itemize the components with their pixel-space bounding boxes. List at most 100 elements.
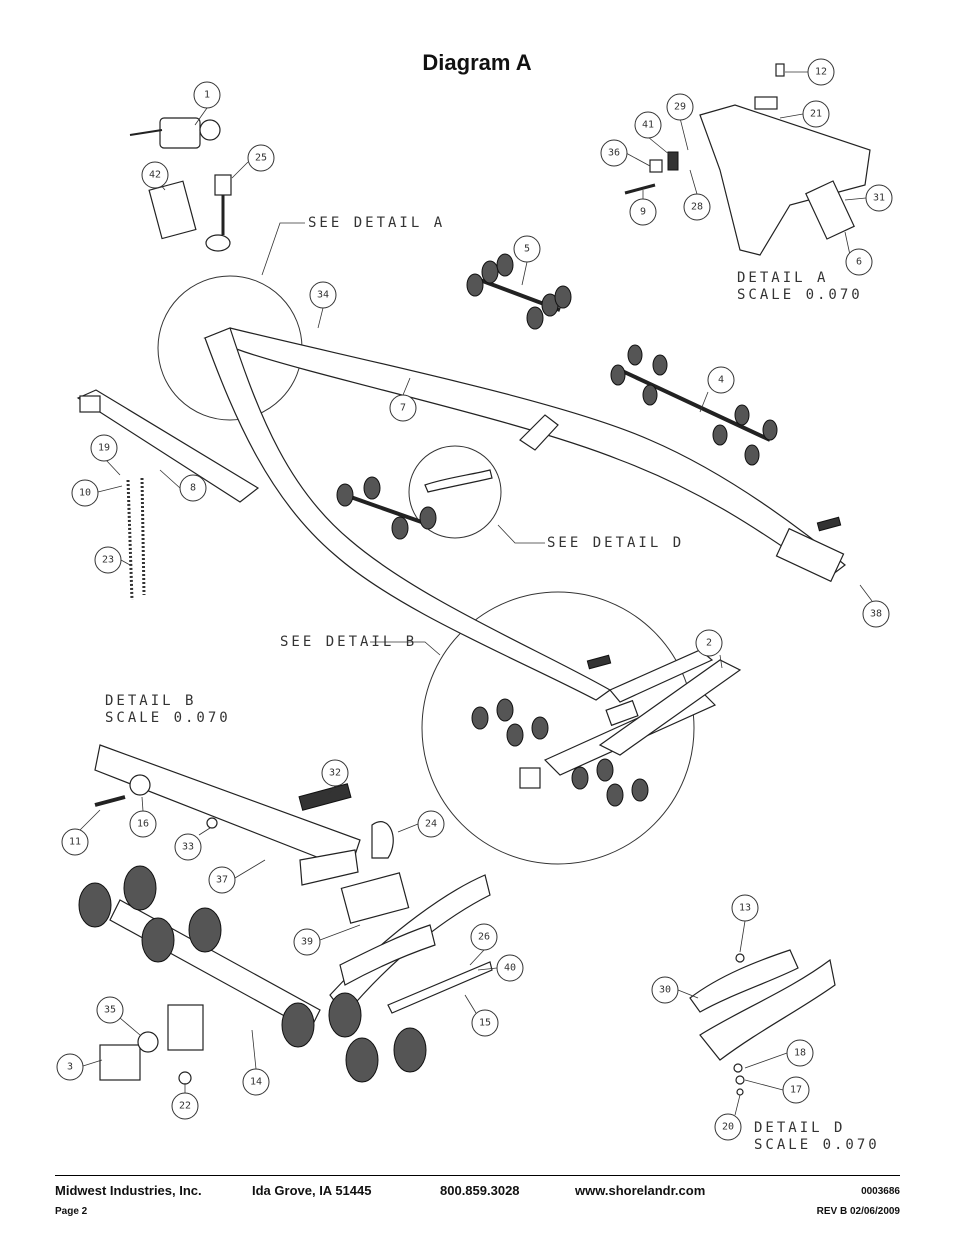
detail-a-scale: SCALE 0.070 [737,287,863,303]
callout-34: 34 [309,281,337,329]
callout-36-label: 36 [608,148,620,159]
callout-33: 33 [174,827,211,861]
footer-revision: REV B 02/06/2009 [816,1206,900,1217]
detail-d-bunk [424,469,493,493]
detail-d-circle [408,445,502,539]
callout-23: 23 [94,546,131,574]
detail-d-drawing [689,949,836,1096]
callout-14-label: 14 [250,1077,262,1088]
trailer-frame [203,327,846,703]
callout-16: 16 [129,796,157,838]
callout-5-label: 5 [524,244,530,255]
callout-21-label: 21 [810,109,822,120]
callout-35-label: 35 [104,1005,116,1016]
callout-39: 39 [293,924,361,956]
detail-b-title: DETAIL B [105,693,196,709]
callout-6: 6 [844,231,873,276]
callout-15-label: 15 [479,1018,491,1029]
callout-29-label: 29 [674,102,686,113]
callout-20-label: 20 [722,1122,734,1133]
callout-41-label: 41 [642,120,654,131]
callout-32: 32 [321,759,349,796]
callout-4: 4 [699,366,735,413]
callout-14: 14 [242,1029,270,1096]
callout-41: 41 [634,111,671,156]
see-detail-d-label: SEE DETAIL D [547,535,684,551]
detail-d-title: DETAIL D [754,1120,845,1136]
winch-bracket [148,180,197,240]
see-detail-a-label: SEE DETAIL A [308,215,445,231]
detail-b-drawing [78,744,493,1085]
callout-38-label: 38 [870,609,882,620]
callout-13: 13 [731,894,759,953]
tongue-assembly [76,389,260,503]
detail-b-inner [471,659,742,807]
callout-26-label: 26 [478,932,490,943]
detail-d-scale: SCALE 0.070 [754,1137,880,1153]
roller-assembly-4 [610,344,778,466]
callout-2-label: 2 [706,638,712,649]
callout-37: 37 [208,859,266,894]
callout-32-label: 32 [329,768,341,779]
callout-22-label: 22 [179,1101,191,1112]
callout-23-label: 23 [102,555,114,566]
roller-assembly-center [336,476,437,540]
callout-17: 17 [744,1076,810,1104]
callout-40: 40 [477,954,524,982]
callout-3: 3 [56,1053,103,1081]
callout-12-label: 12 [815,67,827,78]
callout-25: 25 [231,144,275,179]
callout-22: 22 [171,1083,199,1120]
callout-10-label: 10 [79,488,91,499]
callout-21: 21 [779,100,830,128]
callout-1-label: 1 [204,90,210,101]
callout-9-label: 9 [640,207,646,218]
callout-28: 28 [683,169,711,221]
callout-1: 1 [193,81,221,126]
detail-b-scale: SCALE 0.070 [105,710,231,726]
callout-11-label: 11 [69,837,81,848]
roller-assembly-5 [466,253,572,330]
callout-11: 11 [61,809,101,856]
callout-18-label: 18 [794,1048,806,1059]
callout-25-label: 25 [255,153,267,164]
callout-40-label: 40 [504,963,516,974]
callout-42-label: 42 [149,170,161,181]
callout-7-label: 7 [400,403,406,414]
callout-7: 7 [389,377,417,422]
callout-33-label: 33 [182,842,194,853]
footer-company: Midwest Industries, Inc. [55,1183,202,1198]
callout-9: 9 [629,190,657,226]
detail-a-title: DETAIL A [737,270,828,286]
callout-16-label: 16 [137,819,149,830]
callout-3-label: 3 [67,1062,73,1073]
winch [129,117,221,149]
safety-chains [126,477,146,601]
callout-37-label: 37 [216,875,228,886]
callout-42: 42 [141,161,169,191]
page-footer: Midwest Industries, Inc. Ida Grove, IA 5… [55,1175,900,1217]
detail-b-circle [421,591,695,865]
winch-stand [205,174,232,252]
callout-34-label: 34 [317,290,329,301]
footer-website: www.shorelandr.com [575,1183,706,1198]
callout-36: 36 [600,139,651,167]
callout-4-label: 4 [718,375,724,386]
callout-35: 35 [96,996,141,1036]
callout-12: 12 [785,58,835,86]
callout-15: 15 [464,994,499,1037]
callout-5: 5 [513,235,541,286]
footer-doc-number: 0003686 [861,1186,900,1197]
callout-17-label: 17 [790,1085,802,1096]
callout-28-label: 28 [691,202,703,213]
callout-8-label: 8 [190,483,196,494]
callout-31: 31 [844,184,893,212]
callout-30-label: 30 [659,985,671,996]
footer-page-number: Page 2 [55,1206,88,1217]
callout-38: 38 [859,584,890,628]
callout-31-label: 31 [873,193,885,204]
callout-8: 8 [159,469,207,502]
callout-19-label: 19 [98,443,110,454]
callout-29: 29 [666,93,694,151]
callout-10: 10 [71,479,123,507]
